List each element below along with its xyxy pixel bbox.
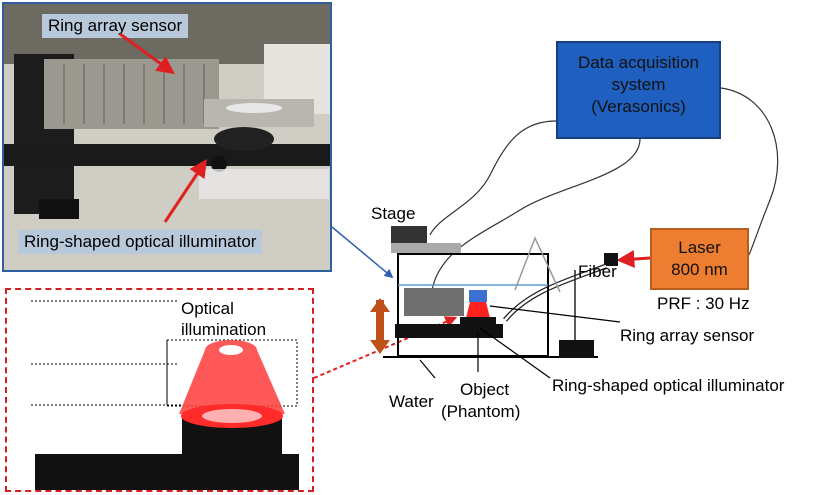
daq-line3: (Verasonics): [591, 97, 686, 116]
inset-label-illumination: illumination: [181, 320, 267, 339]
photo-illustration: [4, 4, 330, 270]
fiber-label: Fiber: [578, 262, 617, 281]
laser-line2: 800 nm: [671, 260, 728, 279]
inset-panel: Optical illumination: [5, 288, 314, 492]
laser-box: Laser 800 nm: [650, 228, 749, 290]
illuminator-beam: [466, 302, 490, 318]
photo-panel: Ring array sensor Ring-shaped optical il…: [2, 2, 332, 272]
inset-illustration: [31, 300, 299, 490]
daq-box: Data acquisition system (Verasonics): [556, 41, 721, 139]
object-phantom: [460, 317, 496, 326]
inset-label-optical: Optical: [181, 299, 234, 318]
ring-sensor-label: Ring array sensor: [620, 326, 755, 345]
stage-label: Stage: [371, 204, 416, 223]
daq-line2: system: [611, 75, 666, 94]
photo-arrow-illuminator: [163, 159, 207, 223]
laser-fiber-arrow: [616, 250, 651, 269]
stage-plate: [391, 243, 461, 253]
sensor-arm: [404, 288, 464, 316]
daq-line1: Data acquisition: [578, 53, 699, 72]
object-label: Object: [460, 380, 510, 399]
cable-daq-sensor: [431, 138, 641, 291]
prf-label: PRF : 30 Hz: [657, 294, 750, 313]
cable-daq-laser: [720, 87, 779, 256]
leader-ring-illuminator: [479, 327, 551, 379]
water-label: Water: [389, 392, 434, 411]
object-phantom-label: (Phantom): [441, 402, 521, 421]
photo-caption-illuminator: Ring-shaped optical illuminator: [18, 230, 263, 254]
stage-block: [391, 226, 427, 243]
fiber-connector: [604, 253, 618, 266]
fiber-holder-base: [559, 340, 594, 358]
cable-daq-stage: [429, 120, 557, 236]
leader-water: [419, 359, 436, 379]
photo-link-arrow: [331, 226, 394, 279]
leader-ring-sensor: [489, 305, 621, 323]
sensor-head: [469, 290, 487, 302]
object-base: [395, 324, 503, 338]
photo-arrow-sensor: [119, 32, 175, 75]
laser-line1: Laser: [678, 238, 721, 257]
photo-caption-sensor: Ring array sensor: [42, 14, 189, 38]
ring-illuminator-label: Ring-shaped optical illuminator: [552, 376, 785, 395]
